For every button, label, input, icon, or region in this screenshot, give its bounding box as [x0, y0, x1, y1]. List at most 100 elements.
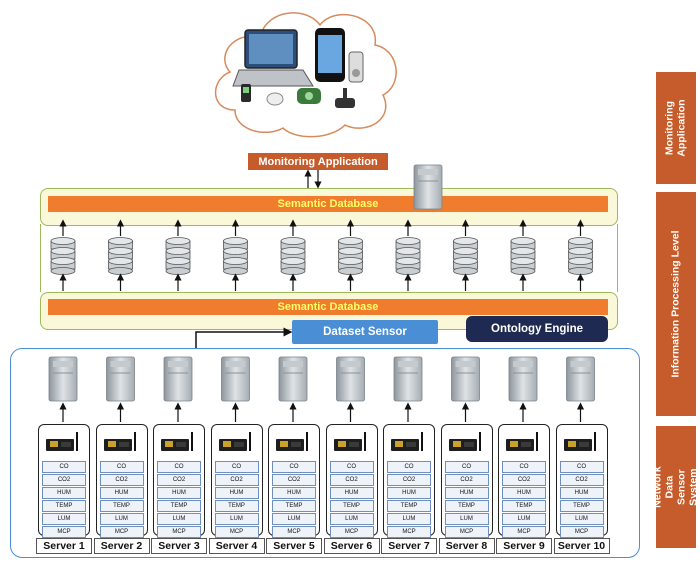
monitoring-application-box: Monitoring Application [248, 153, 388, 170]
server-icon-10 [566, 356, 595, 402]
database-icon-1 [50, 237, 76, 275]
server-icon-2 [106, 356, 135, 402]
semantic-database-bar-bottom: Semantic Database [48, 299, 608, 315]
sensor-row: HUM [42, 487, 86, 499]
semantic-database-label-top: Semantic Database [277, 198, 379, 210]
database-icon-2 [108, 237, 133, 275]
database-icon-10 [568, 237, 593, 275]
sensor-row: CO [99, 461, 144, 473]
sensor-row: MCP [502, 526, 546, 538]
sensor-row: CO [214, 461, 259, 473]
sensor-row: HUM [444, 487, 489, 499]
sensor-row: TEMP [502, 500, 546, 512]
sensor-row: TEMP [157, 500, 201, 512]
sensor-row: CO2 [444, 474, 489, 486]
sensor-row: CO2 [387, 474, 431, 486]
arrow-to-dataset-sensor [195, 327, 293, 348]
server-icon-7 [393, 356, 423, 402]
side-tab-network: Network Data Sensor System [652, 426, 700, 548]
ontology-engine-box: Ontology Engine [466, 316, 608, 342]
server-label-7: Server 7 [381, 538, 437, 554]
game-controller-icon [297, 88, 321, 104]
side-tab-monitoring: Monitoring Application [656, 72, 696, 184]
sensor-row: LUM [444, 513, 489, 525]
sensor-row: TEMP [559, 500, 604, 512]
sensor-row: MCP [387, 526, 431, 538]
sensor-row: HUM [329, 487, 374, 499]
database-icon-4 [223, 237, 248, 275]
sensor-row: MCP [157, 526, 201, 538]
dataset-sensor-label: Dataset Sensor [323, 326, 407, 338]
server-label-4: Server 4 [208, 538, 265, 554]
sensor-row: HUM [214, 487, 259, 499]
semantic-database-bar-top: Semantic Database [48, 196, 608, 212]
mouse-icon [266, 92, 284, 106]
server-icon-3 [163, 356, 193, 402]
sensor-row: MCP [329, 526, 374, 538]
sensor-row: CO [329, 461, 374, 473]
device-cloud [214, 12, 397, 138]
sensor-row: MCP [99, 526, 144, 538]
sensor-row: CO2 [157, 474, 201, 486]
server-label-6: Server 6 [323, 538, 380, 554]
sensor-row: TEMP [387, 500, 431, 512]
sensor-row: HUM [157, 487, 201, 499]
sensor-row: HUM [559, 487, 604, 499]
sensor-row: LUM [387, 513, 431, 525]
sensor-row: HUM [99, 487, 144, 499]
sensor-row: TEMP [99, 500, 144, 512]
sensor-row: CO2 [99, 474, 144, 486]
sensor-row: CO [444, 461, 489, 473]
sensor-board-icon [506, 432, 538, 451]
sensor-row: CO2 [559, 474, 604, 486]
dataset-sensor-box: Dataset Sensor [292, 320, 438, 344]
sensor-row: CO2 [214, 474, 259, 486]
sensor-row: HUM [387, 487, 431, 499]
sensor-row: MCP [42, 526, 86, 538]
sensor-board-icon [103, 432, 136, 451]
database-icon-5 [280, 237, 306, 275]
sensor-row: CO [502, 461, 546, 473]
music-player-icon [241, 84, 251, 102]
server-icon-1 [48, 356, 78, 402]
central-server-icon [413, 164, 443, 210]
sensor-board-icon [161, 432, 193, 451]
side-tab-information: Information Processing Level [656, 192, 696, 416]
sensor-row: MCP [272, 526, 316, 538]
server-label-1: Server 1 [36, 538, 92, 554]
sensor-board-icon [276, 432, 308, 451]
sensor-row: LUM [157, 513, 201, 525]
sensor-row: LUM [329, 513, 374, 525]
server-label-2: Server 2 [93, 538, 150, 554]
sensor-board-icon [391, 432, 423, 451]
network-sensor-panel [10, 348, 640, 558]
sensor-row: HUM [502, 487, 546, 499]
sensor-row: CO2 [329, 474, 374, 486]
middle-database-frame [40, 224, 618, 292]
server-label-5: Server 5 [266, 538, 322, 554]
database-icon-8 [453, 237, 478, 275]
server-icon-6 [336, 356, 365, 402]
sensor-row: TEMP [444, 500, 489, 512]
phone-icon [315, 28, 345, 82]
sensor-board-icon [218, 432, 251, 451]
sensor-row: TEMP [329, 500, 374, 512]
sensor-row: TEMP [272, 500, 316, 512]
database-icon-9 [510, 237, 536, 275]
server-icon-9 [508, 356, 538, 402]
server-label-10: Server 10 [553, 538, 610, 554]
sensor-row: CO [559, 461, 604, 473]
sensor-row: TEMP [214, 500, 259, 512]
